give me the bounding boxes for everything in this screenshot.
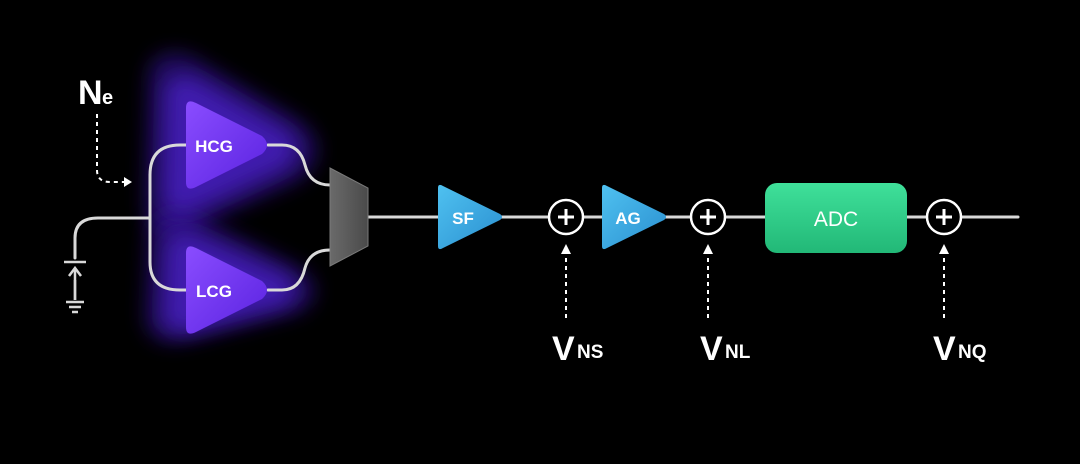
vnq-label: V NQ (933, 330, 987, 368)
svg-text:V: V (700, 330, 723, 368)
ag-label: AG (615, 209, 641, 228)
vnq-arrow (939, 244, 949, 318)
ground-icon (64, 260, 86, 314)
ag-amplifier: AG (602, 184, 666, 250)
ne-main-text: N (78, 74, 103, 112)
lcg-amplifier: LCG (186, 246, 267, 334)
sum-junction-nl (689, 198, 727, 236)
sum-junction-nq (925, 198, 963, 236)
split-to-lcg-wire (148, 173, 192, 292)
split-to-hcg-wire (148, 143, 192, 177)
ne-label: N e (78, 74, 113, 112)
hcg-out-wire (266, 143, 332, 187)
hcg-label: HCG (195, 137, 233, 156)
ne-dashed-arrow (96, 114, 132, 187)
svg-text:V: V (933, 330, 956, 368)
adc-label: ADC (814, 208, 858, 231)
svg-text:V: V (552, 330, 575, 368)
svg-text:NS: NS (577, 342, 603, 363)
vnl-arrow (703, 244, 713, 318)
sf-label: SF (452, 209, 474, 228)
input-wire (73, 216, 152, 260)
hcg-amplifier: HCG (186, 101, 267, 189)
vns-label: V NS (552, 330, 603, 368)
lcg-out-wire (266, 248, 332, 292)
ne-sub-text: e (102, 87, 113, 109)
sf-buffer: SF (438, 184, 502, 250)
svg-text:NL: NL (725, 342, 751, 363)
adc-block: ADC (765, 183, 907, 253)
mux-trapezoid-icon (329, 167, 369, 267)
vns-arrow (561, 244, 571, 318)
lcg-label: LCG (196, 282, 232, 301)
svg-text:NQ: NQ (958, 342, 987, 363)
vnl-label: V NL (700, 330, 751, 368)
noise-arrows (561, 244, 949, 318)
wires (73, 143, 1020, 292)
sum-junction-ns (547, 198, 585, 236)
